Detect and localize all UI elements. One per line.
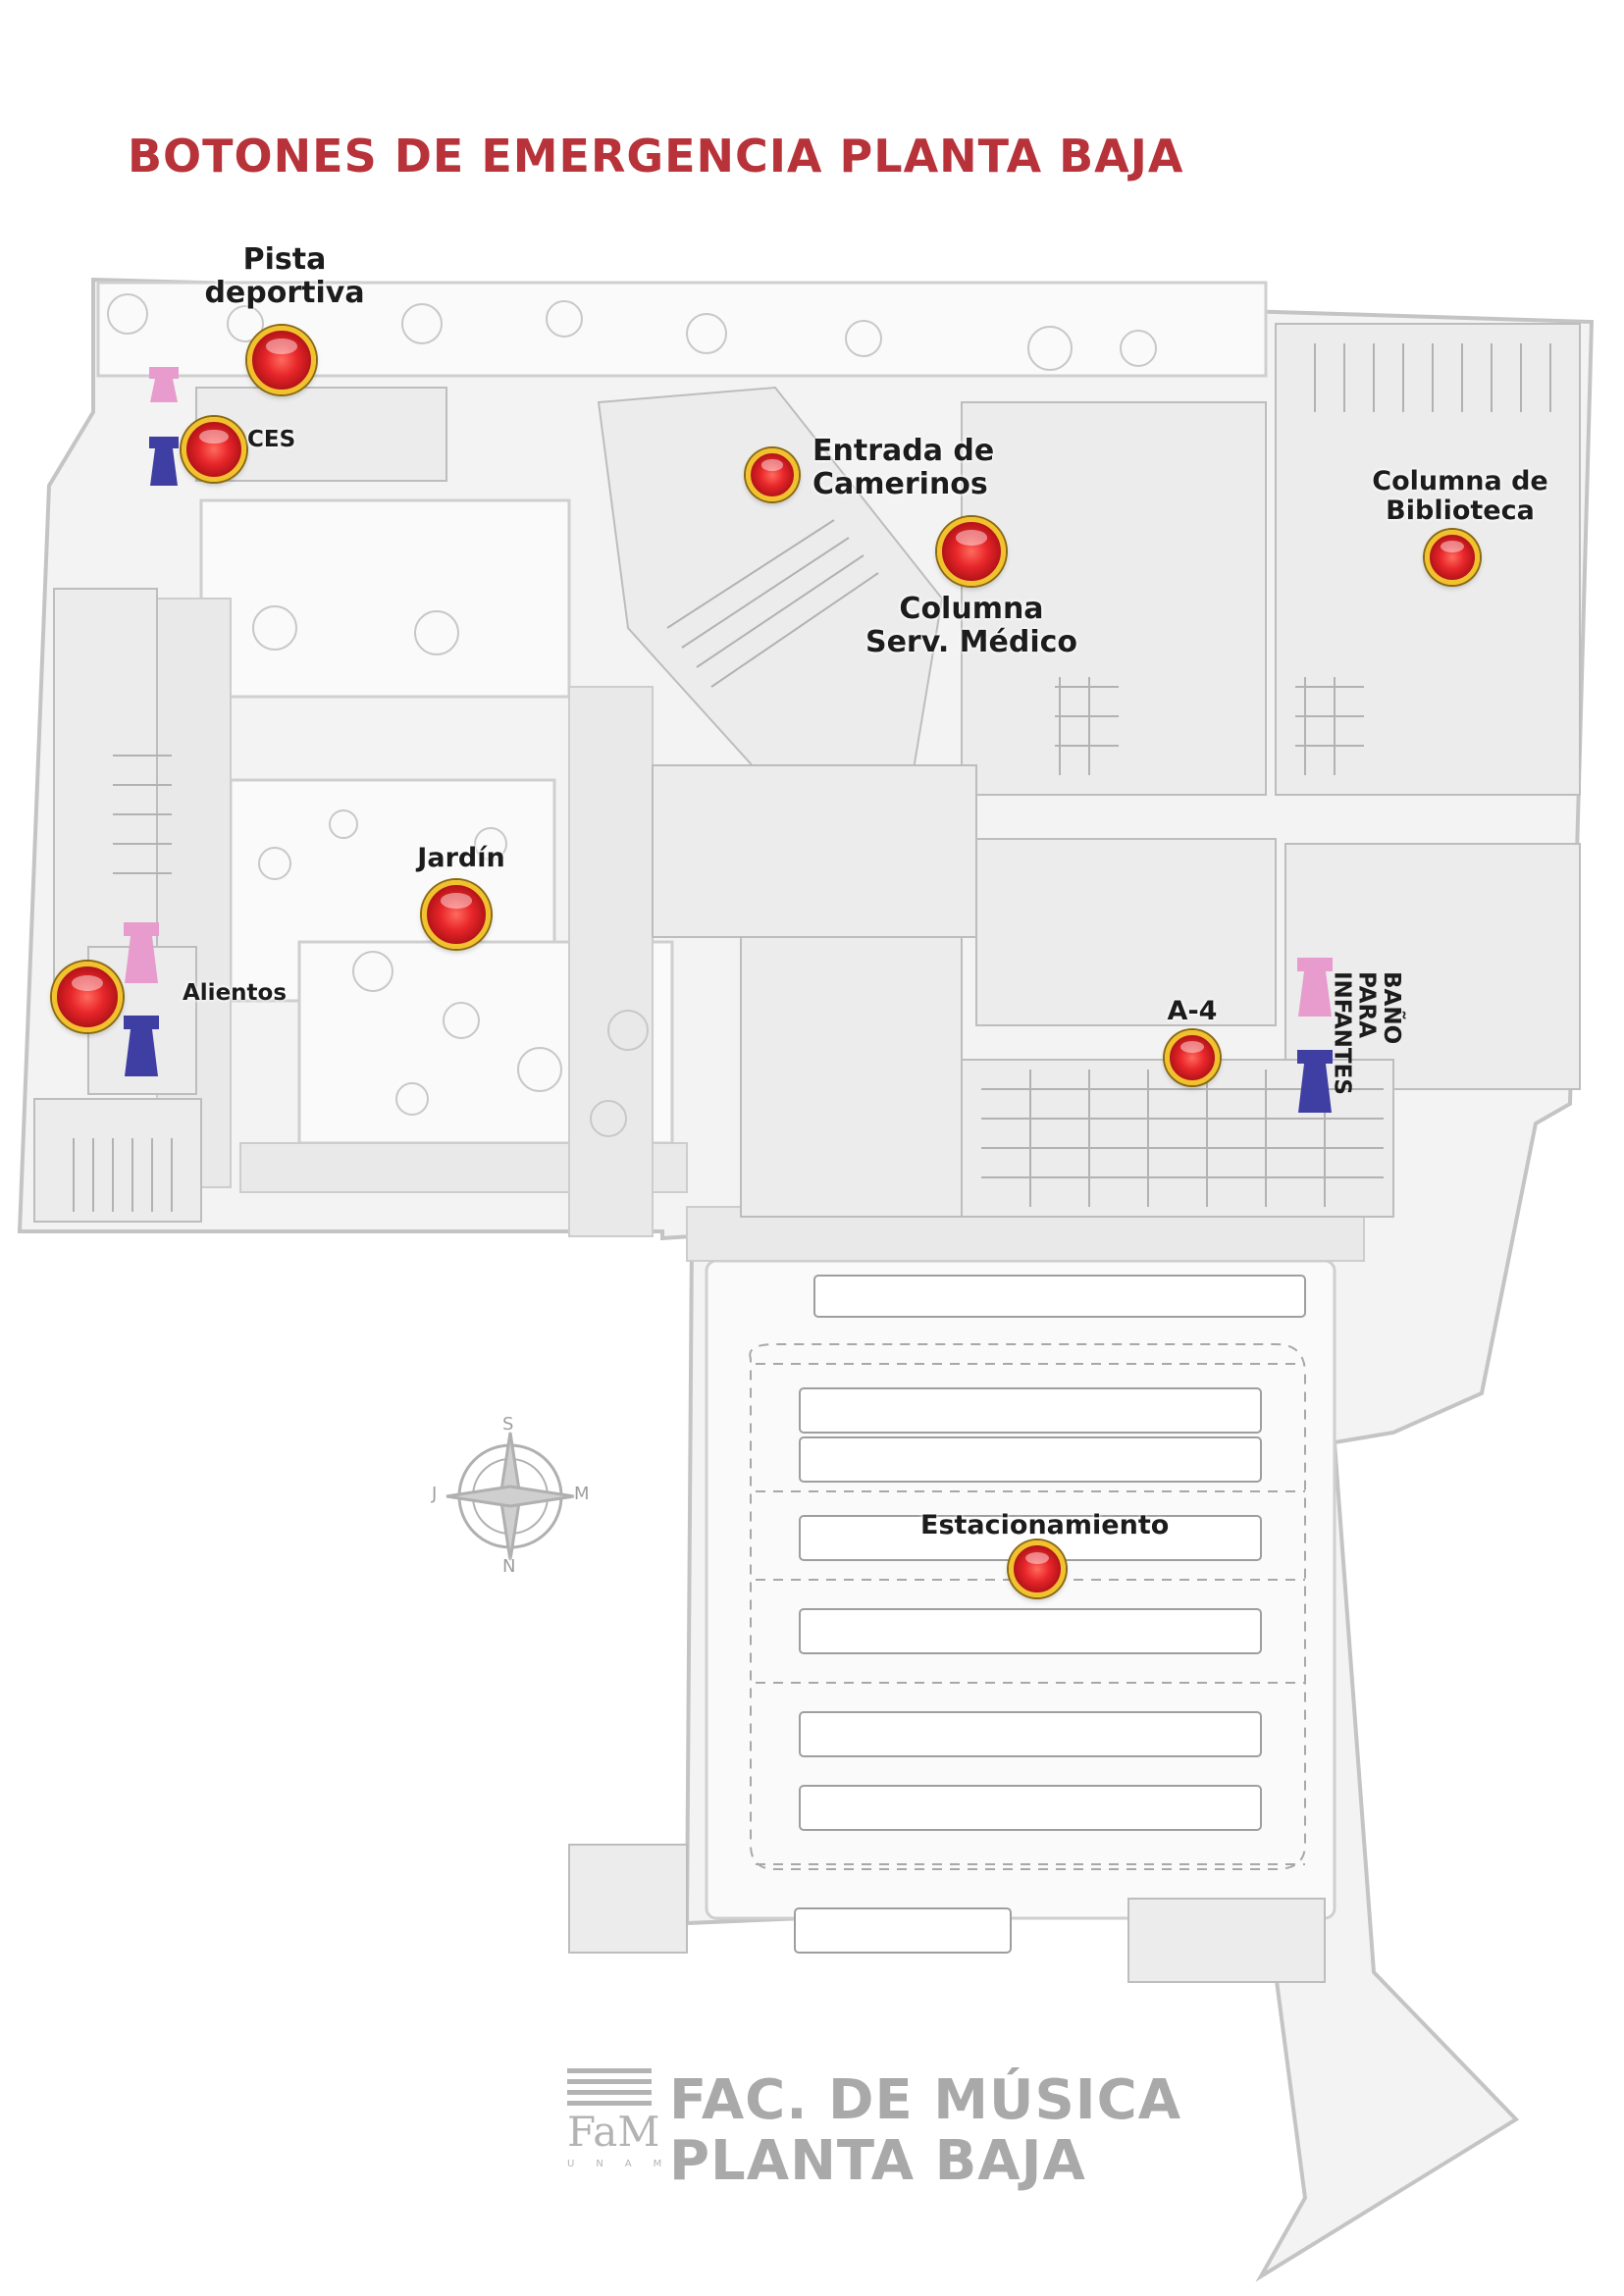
corridor-central (568, 686, 654, 1237)
auditorium-rows (666, 519, 879, 688)
label-ces: CES (247, 427, 296, 452)
page-title: BOTONES DE EMERGENCIA PLANTA BAJA (128, 130, 1184, 183)
trees (107, 293, 1157, 1137)
emergency-button-pista[interactable] (247, 326, 316, 394)
compass-rose (445, 1432, 575, 1561)
center-block (652, 764, 977, 938)
restroom-icons (124, 367, 1333, 1113)
footer-line-2: PLANTA BAJA (669, 2128, 1086, 2193)
label-servmedico: Columna Serv. Médico (864, 592, 1078, 659)
compass-north: N (502, 1556, 516, 1577)
library-shelves (1314, 343, 1551, 412)
logo-subtitle: UNAM (567, 2159, 684, 2169)
seat-grid-1 (981, 1070, 1384, 1207)
emergency-button-jardin[interactable] (422, 880, 491, 949)
patio-block (975, 838, 1277, 1026)
compass-west: J (432, 1484, 438, 1504)
label-camerinos: Entrada de Camerinos (812, 434, 995, 501)
label-a4: A-4 (1167, 996, 1218, 1026)
east-hall (1284, 843, 1581, 1090)
label-estacionamiento: Estacionamiento (920, 1510, 1170, 1540)
emergency-button-ces[interactable] (182, 417, 246, 482)
women-restroom-icon (1297, 958, 1333, 1017)
practice-rooms-north (961, 401, 1267, 796)
parking-office (1127, 1898, 1326, 1983)
women-restroom-icon (124, 922, 159, 983)
emergency-button-camerinos[interactable] (746, 448, 799, 501)
fam-logo: FaM UNAM (567, 2068, 684, 2186)
compass-south: S (502, 1414, 514, 1435)
men-restroom-icon (1297, 1050, 1333, 1113)
emergency-button-biblioteca[interactable] (1425, 530, 1480, 585)
emergency-button-a4[interactable] (1165, 1030, 1220, 1085)
label-pista: Pista deportiva (204, 242, 365, 310)
west-shelves (73, 755, 173, 1212)
women-restroom-icon (149, 367, 179, 402)
parking-loop (749, 1343, 1306, 1870)
seat-grid-2 (1055, 677, 1364, 775)
footer-title: FAC. DE MÚSICA PLANTA BAJA (669, 2070, 1181, 2191)
compass-east: M (574, 1484, 590, 1504)
classrooms-south (740, 936, 963, 1218)
label-jardin: Jardín (417, 843, 505, 873)
gate-house (568, 1844, 688, 1954)
parking-stalls (794, 1275, 1306, 1954)
logo-mark: FaM (567, 2108, 660, 2156)
emergency-button-alientos[interactable] (52, 962, 123, 1032)
footer-line-1: FAC. DE MÚSICA (669, 2068, 1182, 2132)
label-bano-infantes: BAÑO PARA INFANTES (1329, 971, 1404, 1095)
south-west-block (33, 1098, 202, 1223)
emergency-button-estacionamiento[interactable] (1009, 1540, 1066, 1597)
label-biblioteca: Columna de Biblioteca (1372, 466, 1548, 527)
garden-nw (199, 498, 571, 699)
emergency-button-servmedico[interactable] (937, 517, 1006, 586)
label-alientos: Alientos (183, 980, 288, 1006)
men-restroom-icon (124, 1016, 159, 1076)
men-restroom-icon (149, 437, 179, 486)
